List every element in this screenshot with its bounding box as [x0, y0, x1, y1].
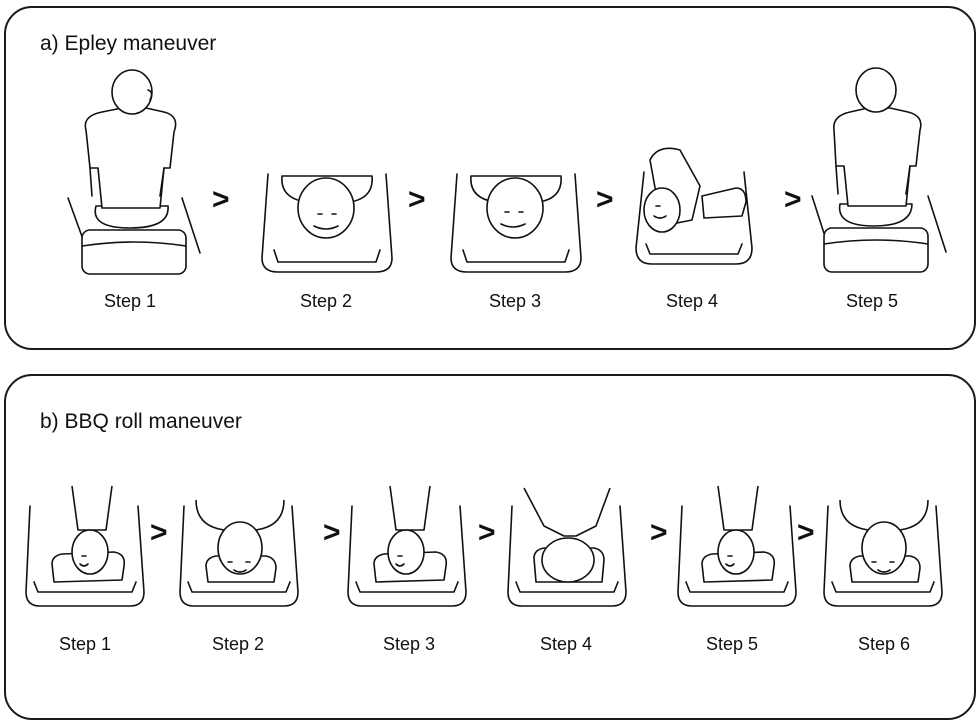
arrow-icon: > — [408, 183, 426, 216]
epley-step-1-label: Step 1 — [103, 291, 157, 311]
epley-step-2-label: Step 2 — [299, 291, 353, 311]
bbq-step-1-label: Step 1 — [58, 634, 112, 654]
arrow-icon: > — [150, 516, 168, 549]
epley-step-5-figure — [808, 66, 948, 281]
epley-step-4-figure — [632, 140, 758, 270]
bbq-step-3-figure — [344, 486, 472, 612]
panel-title: a) Epley maneuver — [40, 32, 217, 55]
arrow-icon: > — [478, 516, 496, 549]
arrow-icon: > — [784, 183, 802, 216]
epley-step-1-figure — [60, 68, 210, 283]
bbq-step-5-figure — [674, 486, 802, 612]
panel-bbq-roll: b) BBQ roll maneuver — [4, 374, 976, 720]
arrow-icon: > — [212, 183, 230, 216]
bbq-step-2-label: Step 2 — [211, 634, 265, 654]
epley-step-3-label: Step 3 — [488, 291, 542, 311]
arrow-icon: > — [650, 516, 668, 549]
epley-step-4-label: Step 4 — [665, 291, 719, 311]
panel-title: b) BBQ roll maneuver — [40, 410, 242, 433]
epley-step-3-figure — [447, 168, 587, 276]
bbq-step-3-label: Step 3 — [382, 634, 436, 654]
arrow-icon: > — [797, 516, 815, 549]
bbq-step-6-label: Step 6 — [857, 634, 911, 654]
bbq-step-5-label: Step 5 — [705, 634, 759, 654]
bbq-step-2-figure — [176, 486, 304, 612]
epley-step-5-label: Step 5 — [845, 291, 899, 311]
bbq-step-4-figure — [504, 486, 632, 612]
bbq-step-6-figure — [820, 486, 948, 612]
arrow-icon: > — [596, 183, 614, 216]
bbq-step-4-label: Step 4 — [539, 634, 593, 654]
arrow-icon: > — [323, 516, 341, 549]
epley-step-2-figure — [258, 168, 398, 276]
bbq-step-1-figure — [22, 486, 150, 612]
